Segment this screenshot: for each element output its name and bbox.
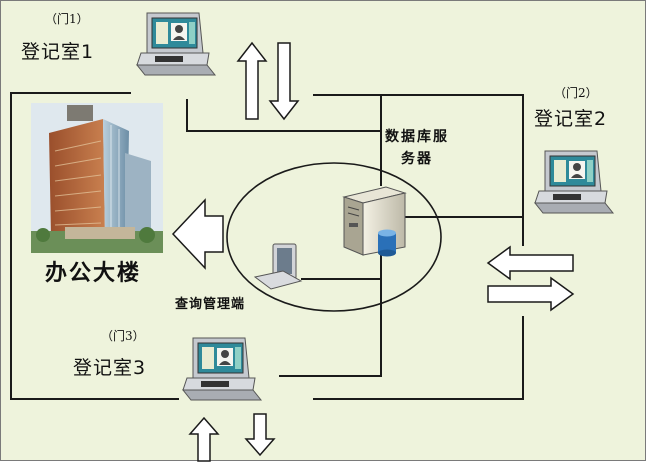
network-lines [10,92,524,400]
room-1-label: 登记室1 [21,41,95,63]
room-3-label: 登记室3 [73,357,147,379]
room-2-label: 登记室2 [534,108,608,130]
arrow-icon [171,41,575,462]
building-label: 办公大楼 [45,261,142,286]
query-terminal-label: 查询管理端 [175,297,246,312]
server-label-line1: 数据库服 [385,129,449,145]
door-3-label: （门3） [101,329,145,343]
registration-terminal-icon-1 [136,12,216,76]
server-label-line2: 务器 [401,151,433,167]
door-2-label: （门2） [554,86,598,100]
monitor-icon [253,243,303,290]
registration-terminal-icon-2 [534,150,614,214]
building-icon [31,103,163,253]
registration-terminal-icon-3 [182,337,262,401]
database-cylinder-icon [378,229,396,257]
door-1-label: （门1） [45,12,89,26]
